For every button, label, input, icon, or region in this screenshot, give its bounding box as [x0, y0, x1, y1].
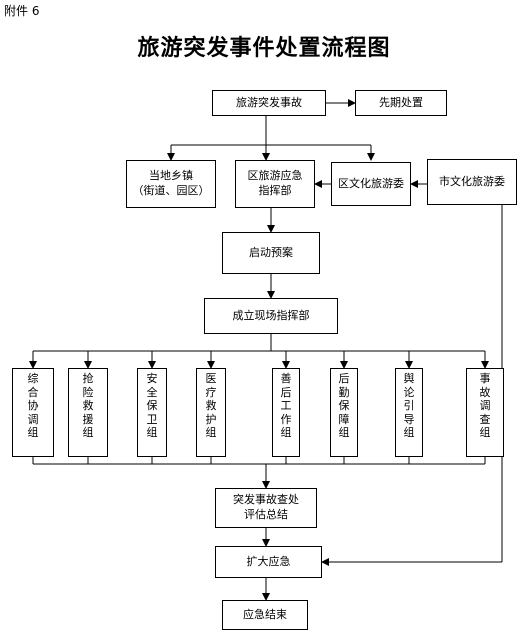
group-label: 舆论引导组 [403, 372, 415, 439]
node-response-end: 应急结束 [222, 600, 308, 630]
node-township-line-2: （街道、园区） [132, 184, 210, 197]
group-label: 综合协调组 [27, 372, 39, 439]
group-coordination: 综合协调组 [12, 368, 54, 457]
group-logistics: 后勤保障组 [330, 368, 358, 457]
node-district-command-line-1: 区旅游应急 [247, 169, 303, 183]
group-medical: 医疗救护组 [196, 368, 226, 457]
node-expand-response: 扩大应急 [215, 546, 322, 578]
group-label: 抢险救援组 [82, 372, 94, 439]
group-aftermath: 善后工作组 [272, 368, 300, 457]
group-rescue: 抢险救援组 [68, 368, 108, 457]
node-summary-line-2: 评估总结 [244, 508, 288, 521]
node-district-command-line-2: 指挥部 [258, 184, 292, 197]
group-label: 善后工作组 [280, 372, 292, 439]
group-investigation: 事故调查组 [466, 368, 504, 457]
node-summary-line-1: 突发事故查处 [233, 493, 299, 507]
node-summary: 突发事故查处 评估总结 [215, 488, 317, 528]
node-activate-plan: 启动预案 [222, 232, 320, 274]
node-township-line-1: 当地乡镇 [149, 169, 193, 183]
group-label: 后勤保障组 [338, 372, 350, 439]
node-district-bureau: 区文化旅游委 [331, 162, 411, 206]
node-township: 当地乡镇 （街道、园区） [126, 160, 216, 208]
node-onsite-command: 成立现场指挥部 [204, 298, 338, 334]
node-incident: 旅游突发事故 [212, 90, 326, 116]
group-label: 事故调查组 [479, 372, 491, 439]
node-early-response: 先期处置 [355, 90, 447, 116]
group-public-opinion: 舆论引导组 [395, 368, 423, 457]
node-city-bureau: 市文化旅游委 [427, 159, 517, 205]
node-district-command: 区旅游应急 指挥部 [235, 160, 315, 208]
group-security: 安全保卫组 [137, 368, 167, 457]
attachment-label: 附件 6 [4, 4, 40, 18]
group-label: 医疗救护组 [205, 372, 217, 439]
page-title: 旅游突发事件处置流程图 [137, 35, 391, 61]
group-label: 安全保卫组 [146, 372, 158, 439]
